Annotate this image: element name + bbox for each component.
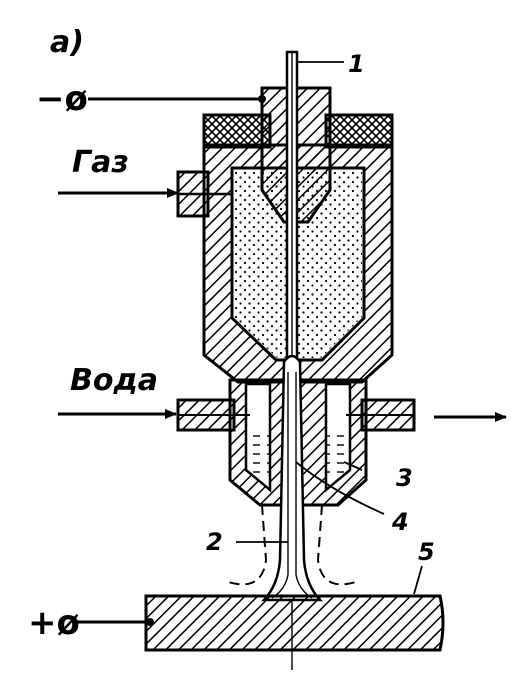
part-label-5: 5 bbox=[418, 538, 435, 566]
part-label-4: 4 bbox=[391, 508, 409, 536]
flow-curve-left bbox=[227, 504, 268, 586]
part-label-1: 1 bbox=[348, 50, 365, 78]
leader-lines bbox=[236, 61, 423, 595]
negative-terminal-wire bbox=[88, 95, 266, 103]
flow-curve-right bbox=[316, 504, 357, 586]
part-label-2: 2 bbox=[206, 528, 223, 556]
part-label-3: 3 bbox=[396, 464, 413, 492]
torch-body bbox=[176, 143, 394, 384]
positive-terminal-label: +ø bbox=[28, 603, 80, 643]
insulator-cap bbox=[202, 113, 394, 149]
gas-label: Газ bbox=[72, 145, 129, 180]
positive-terminal-wire bbox=[74, 618, 154, 626]
panel-label: a) bbox=[50, 25, 84, 60]
plasma-jet bbox=[261, 354, 323, 602]
water-label: Вода bbox=[70, 363, 158, 398]
workpiece bbox=[144, 594, 445, 652]
negative-terminal-label: −ø bbox=[36, 79, 88, 119]
